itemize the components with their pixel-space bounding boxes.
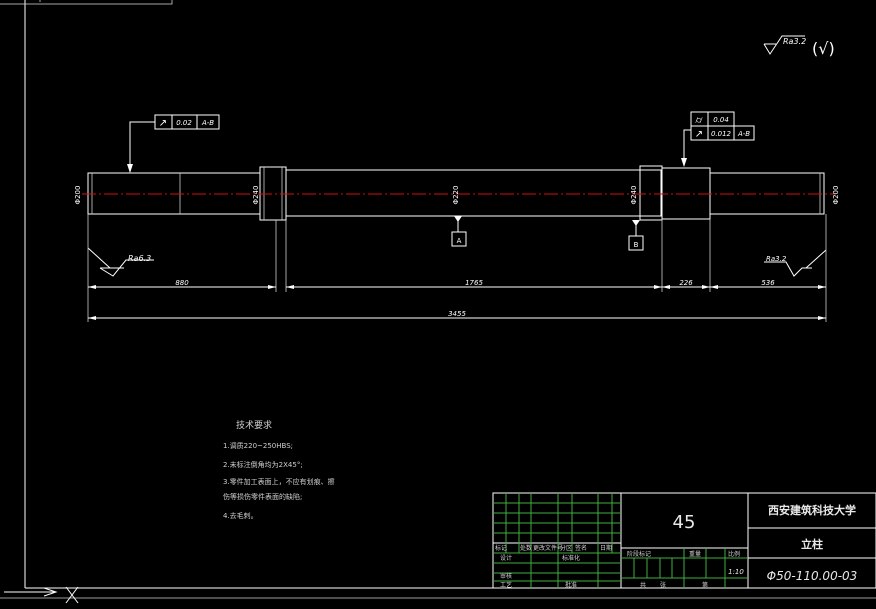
tolerance-right-bottom-value: 0.012 xyxy=(711,130,732,138)
label-page: 第 xyxy=(702,581,708,589)
extension-lines xyxy=(87,214,827,322)
label-zone: 分区 xyxy=(560,544,572,552)
label-total: 共 xyxy=(640,581,646,589)
tech-requirement-item: 1.调质220~250HBS; xyxy=(223,441,293,450)
dimension-lines: 880 1765 226 536 3455 xyxy=(88,279,826,320)
tech-requirement-item: 4.去毛刺。 xyxy=(223,511,258,520)
diameter-1: Φ200 xyxy=(74,186,82,205)
dimension-len1: 880 xyxy=(175,279,189,287)
school-name: 西安建筑科技大学 xyxy=(768,503,856,517)
roughness-right: Ra3.2 xyxy=(764,249,827,277)
diameter-labels: Φ200 Φ240 Φ220 Φ240 Φ200 xyxy=(74,186,840,205)
label-count: 处数 xyxy=(520,544,532,552)
datum-b-label: B xyxy=(634,241,639,249)
diameter-5: Φ200 xyxy=(832,186,840,205)
revision-grid xyxy=(493,493,621,588)
roughness-top-right-text: Ra3.2 xyxy=(783,37,806,46)
part-name: 立柱 xyxy=(801,537,823,551)
datum-a-label: A xyxy=(457,237,462,245)
ucs-icon xyxy=(4,586,79,604)
tolerance-right-bottom-datum: A-B xyxy=(737,130,750,138)
material-value: 45 xyxy=(673,512,696,533)
diameter-3: Φ220 xyxy=(452,186,460,205)
roughness-right-text: Ra3.2 xyxy=(766,255,787,263)
diameter-2: Φ240 xyxy=(252,186,260,205)
tech-requirements: 技术要求 1.调质220~250HBS; 2.未标注倒角均为2X45°; 3.零… xyxy=(223,419,335,520)
label-scale: 比例 xyxy=(728,550,740,558)
label-craft: 工艺 xyxy=(500,581,512,589)
tolerance-right-top-value: 0.04 xyxy=(713,116,729,124)
drawing-number: Φ50-110.00-03 xyxy=(767,569,858,583)
datum-a: A xyxy=(451,216,467,247)
label-standardize: 标准化 xyxy=(562,554,580,562)
label-approve: 批准 xyxy=(565,581,577,589)
roughness-left: Ra6.3 xyxy=(87,247,154,277)
dimension-len3: 226 xyxy=(679,279,693,287)
scale-value: 1:10 xyxy=(728,568,744,576)
dimension-len2: 1765 xyxy=(465,279,483,287)
roughness-top-right-suffix: (√) xyxy=(812,39,835,58)
tech-requirement-item: 伤等损伤零件表面的缺陷; xyxy=(223,492,302,501)
label-sheet: 张 xyxy=(660,581,666,589)
tolerance-right-bottom-symbol: ↗ xyxy=(695,129,703,140)
tolerance-frame-right: ⌭ 0.04 ↗ 0.012 A-B xyxy=(681,111,755,167)
diameter-4: Φ240 xyxy=(630,186,638,205)
label-sign: 签名 xyxy=(575,544,587,552)
roughness-left-text: Ra6.3 xyxy=(128,254,151,263)
dimension-total: 3455 xyxy=(448,310,466,318)
label-mark: 标记 xyxy=(495,544,507,552)
tolerance-left-value: 0.02 xyxy=(176,119,192,127)
roughness-top-right: Ra3.2 (√) xyxy=(763,35,835,58)
tech-requirement-item: 3.零件加工表面上，不应有划痕、擦 xyxy=(223,477,335,486)
dimension-len4: 536 xyxy=(761,279,775,287)
label-weight: 重量 xyxy=(689,550,701,558)
tolerance-left-symbol: ↗ xyxy=(159,118,167,129)
tech-requirement-item: 2.未标注倒角均为2X45°; xyxy=(223,460,303,469)
tolerance-left-datum: A-B xyxy=(201,119,214,127)
datum-b: B xyxy=(628,220,644,251)
label-change-doc: 更改文件号 xyxy=(533,544,563,552)
title-block: 标记 处数 更改文件号 分区 签名 日期 设计 标准化 审核 工艺 批准 阶段标… xyxy=(492,492,876,589)
tech-requirements-title: 技术要求 xyxy=(236,419,272,431)
label-review: 审核 xyxy=(500,572,512,580)
tolerance-frame-left: ↗ 0.02 A-B xyxy=(127,114,220,173)
label-designer: 设计 xyxy=(500,554,512,562)
tolerance-right-top-symbol: ⌭ xyxy=(695,115,703,126)
label-stage-mark: 阶段标记 xyxy=(627,550,651,558)
label-date: 日期 xyxy=(600,544,612,552)
